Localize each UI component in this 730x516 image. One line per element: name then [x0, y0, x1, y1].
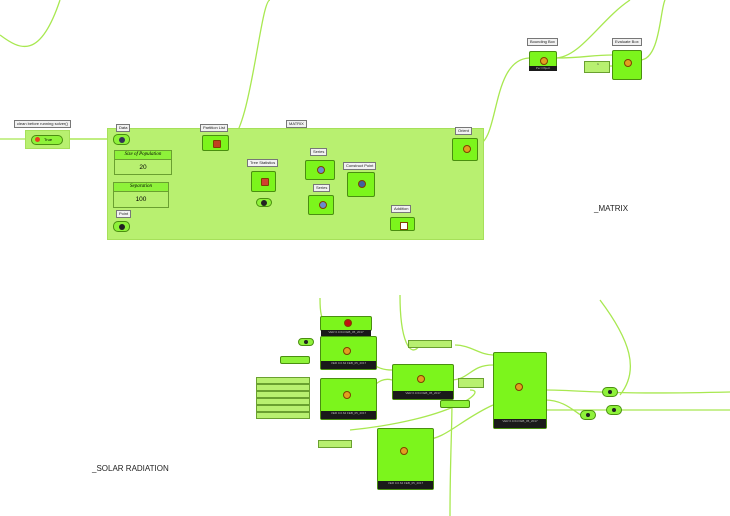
clean-group: True	[25, 130, 70, 149]
version-footer: VER 0.0.64 FEB_05_2017	[321, 361, 376, 369]
ladybug-icon	[343, 391, 351, 399]
orient-component[interactable]	[452, 138, 478, 161]
toggle-indicator-icon	[35, 137, 40, 142]
wire	[0, 0, 61, 47]
partition-icon	[213, 140, 221, 149]
bounding-box-option[interactable]: Per Object	[529, 66, 557, 71]
size-of-population-slider[interactable]: Size of Population 20	[114, 150, 172, 175]
matrix-group-label: MATRIX	[286, 120, 307, 128]
addition-label: Addition	[391, 205, 412, 213]
version-footer: VER 0.0.64 FEB_05_2017	[321, 330, 371, 336]
ladybug-component[interactable]: VER 0.0.64 FEB_05_2017	[320, 378, 377, 420]
wire	[599, 299, 632, 396]
point-label: Point	[116, 210, 132, 218]
status-icon	[343, 319, 352, 327]
addition-icon	[400, 221, 409, 230]
input-panel[interactable]	[256, 405, 310, 412]
wire	[449, 364, 494, 381]
tree-statistics-label: Tree Statistics	[247, 159, 279, 167]
toggle-param[interactable]	[280, 356, 310, 364]
version-footer: VER 0.0.64 FEB_05_2017	[321, 411, 376, 419]
param[interactable]	[580, 410, 596, 420]
bounding-box-label: Bounding Box	[527, 38, 558, 46]
partition-list-component[interactable]	[202, 135, 229, 151]
input-panel[interactable]	[318, 440, 352, 448]
slider-label: Size of Population	[115, 151, 171, 160]
wire	[449, 399, 453, 516]
construct-point-component[interactable]	[347, 172, 375, 197]
value-panel[interactable]: 1	[584, 61, 610, 73]
param[interactable]	[606, 405, 622, 415]
input-panel[interactable]	[256, 398, 310, 405]
version-footer: VER 0.0.64 FEB_05_2017	[494, 419, 546, 428]
tree-statistics-component[interactable]	[251, 171, 276, 192]
orient-icon	[462, 145, 471, 154]
wire	[454, 344, 494, 356]
construct-point-label: Construct Point	[343, 162, 377, 170]
construct-point-icon	[358, 179, 367, 188]
input-panel[interactable]	[408, 340, 452, 348]
series-label: Series	[310, 148, 328, 156]
input-panel[interactable]	[256, 384, 310, 391]
wire	[554, 54, 613, 59]
series-icon	[317, 166, 326, 175]
input-panel[interactable]	[256, 391, 310, 398]
version-footer: VER 0.0.64 FEB_05_2017	[378, 481, 433, 489]
addition-component[interactable]	[390, 217, 415, 231]
evaluate-box-component[interactable]	[612, 50, 642, 80]
wire	[226, 0, 271, 143]
series-component[interactable]	[308, 195, 334, 215]
honeybee-component[interactable]: VER 0.0.64 FEB_05_2017	[493, 352, 547, 429]
wire	[544, 389, 730, 394]
matrix-group	[107, 128, 484, 240]
ladybug-component[interactable]: VER 0.0.64 FEB_05_2017	[377, 428, 434, 490]
evaluate-box-label: Evaluate Box	[612, 38, 642, 46]
slider-value: 100	[135, 196, 147, 203]
toggle-value: True	[44, 137, 53, 142]
orient-label: Orient	[455, 127, 472, 135]
clean-group-label: clean before running solver()	[14, 120, 71, 128]
wire	[639, 0, 666, 61]
data-label: Data	[116, 124, 131, 132]
toggle-param[interactable]	[440, 400, 470, 408]
ladybug-icon	[417, 375, 425, 384]
data-param[interactable]	[113, 134, 130, 145]
wire	[399, 294, 421, 351]
input-panel[interactable]	[256, 377, 310, 384]
number-param[interactable]	[256, 198, 272, 207]
bounding-box-icon	[540, 56, 549, 65]
separation-slider[interactable]: Separation 100	[113, 182, 169, 208]
series-label: Series	[313, 184, 331, 192]
point-param[interactable]	[113, 221, 130, 232]
evaluate-box-icon	[624, 59, 633, 68]
slider-value: 20	[139, 164, 147, 171]
ladybug-icon	[343, 346, 351, 355]
version-footer: VER 0.0.64 FEB_05_2017	[393, 391, 453, 399]
solar-radiation-annotation: _SOLAR RADIATION	[92, 464, 169, 473]
boolean-toggle[interactable]: True	[31, 135, 63, 145]
ladybug-component[interactable]: VER 0.0.64 FEB_05_2017	[320, 316, 372, 336]
wire	[554, 0, 631, 59]
param[interactable]	[602, 387, 618, 397]
slider-label: Separation	[114, 183, 168, 192]
tree-statistics-icon	[261, 177, 270, 186]
ladybug-component[interactable]: VER 0.0.64 FEB_05_2017	[392, 364, 454, 400]
matrix-annotation: _MATRIX	[594, 204, 629, 213]
honeybee-icon	[514, 383, 523, 391]
ladybug-icon	[400, 447, 408, 455]
series-icon	[318, 201, 327, 210]
param[interactable]	[298, 338, 314, 346]
input-panel[interactable]	[458, 378, 484, 388]
input-panel[interactable]	[256, 412, 310, 419]
series-component[interactable]	[305, 160, 335, 180]
ladybug-component[interactable]: VER 0.0.64 FEB_05_2017	[320, 336, 377, 370]
partition-list-label: Partition List	[200, 124, 229, 132]
